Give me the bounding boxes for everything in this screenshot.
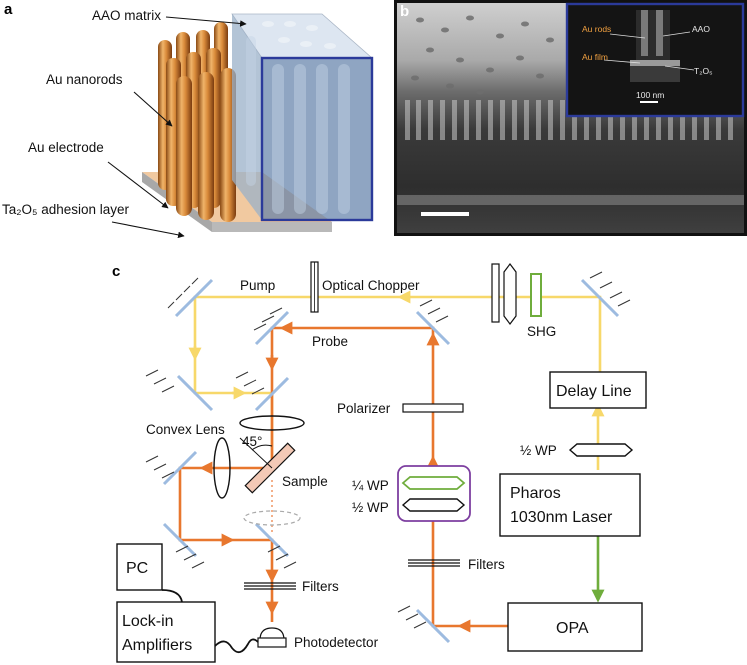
mirror-combiner xyxy=(235,371,290,412)
half-wp-top xyxy=(568,443,634,457)
pharos-line2: 1030nm Laser xyxy=(510,509,613,526)
inset-aao-label: AAO xyxy=(692,24,710,34)
inset-ta2o5-label: T₂O₅ xyxy=(694,66,713,76)
convex-lens xyxy=(239,415,305,431)
mirrors xyxy=(145,271,631,644)
opa-label: OPA xyxy=(556,620,589,637)
sample-label: Sample xyxy=(282,474,328,489)
probe-label: Probe xyxy=(312,334,348,349)
filters-left xyxy=(244,582,296,590)
sem-scale-bar xyxy=(421,212,469,216)
filters-right xyxy=(408,559,460,567)
shg-plate xyxy=(491,263,500,323)
panel-a-label: a xyxy=(4,1,13,18)
shg-crystal xyxy=(530,273,542,317)
pharos-line1: Pharos xyxy=(510,485,561,502)
mirror-reflect-bottom-right xyxy=(254,522,297,569)
mirror-pump-topright xyxy=(580,271,631,318)
inset-au-film-label: Au film xyxy=(582,52,608,62)
inset-scale-label: 100 nm xyxy=(636,90,664,100)
polarizer xyxy=(402,403,464,413)
dashed-lens xyxy=(243,510,301,526)
mirror-pump-lower-left xyxy=(145,369,214,412)
pc-cable xyxy=(161,589,183,603)
au-nanorods xyxy=(158,22,236,222)
photodetector-label: Photodetector xyxy=(294,635,379,650)
pharos-laser-box xyxy=(499,473,641,537)
angle-line xyxy=(239,437,273,469)
sem-rod-columns xyxy=(405,100,733,140)
lockin-box xyxy=(116,601,216,663)
panel-a: a xyxy=(2,1,374,239)
aao-matrix-label: AAO matrix xyxy=(92,8,161,23)
quarter-wp-label: ¼ WP xyxy=(352,478,389,493)
mirror-reflect-left xyxy=(145,450,198,486)
sem-inset: Au rods AAO Au film T₂O₅ 100 nm xyxy=(565,2,745,118)
polarizer-label: Polarizer xyxy=(337,401,391,416)
shg-lens xyxy=(503,263,517,325)
convex-lens-label: Convex Lens xyxy=(146,422,225,437)
half-wp-label: ½ WP xyxy=(352,500,389,515)
mirror-opa-out xyxy=(397,605,451,644)
aao-matrix-block xyxy=(231,13,374,222)
pc-label: PC xyxy=(126,560,148,577)
half-wp xyxy=(401,498,466,512)
detector-cable xyxy=(214,638,259,654)
half-wp-top-label: ½ WP xyxy=(520,443,557,458)
shg-label: SHG xyxy=(527,324,556,339)
waveplate-box xyxy=(397,465,471,522)
filters-right-label: Filters xyxy=(468,557,505,572)
nanorods-leader xyxy=(133,91,173,127)
au-electrode-label: Au electrode xyxy=(28,140,104,155)
angle-label: 45° xyxy=(242,434,262,449)
filters-left-label: Filters xyxy=(302,579,339,594)
pc-box xyxy=(116,543,163,591)
adhesion-layer-front xyxy=(212,222,332,232)
inset-au-rods-label: Au rods xyxy=(582,24,611,34)
mirror-probe-top-right xyxy=(415,299,451,346)
adhesion-layer-label: Ta₂O₅ adhesion layer xyxy=(2,202,130,217)
optical-chopper-label: Optical Chopper xyxy=(322,278,420,293)
collection-lens xyxy=(213,437,231,499)
panel-b-label: b xyxy=(400,3,409,20)
lockin-line1: Lock-in xyxy=(122,613,174,630)
delay-line-box xyxy=(549,371,647,409)
electrode-leader xyxy=(107,161,169,209)
sample xyxy=(244,442,296,494)
delay-line-label: Delay Line xyxy=(556,383,632,400)
opa-box xyxy=(507,602,643,652)
lockin-line2: Amplifiers xyxy=(122,637,192,654)
mirror-probe-top-left xyxy=(253,307,290,346)
panel-b: b Au rods AAO Au film T₂O₅ 100 nm xyxy=(394,0,747,236)
panel-c-label: c xyxy=(112,263,120,280)
aao-leader xyxy=(165,16,247,27)
adhesion-leader xyxy=(111,221,185,239)
panel-c: c xyxy=(112,261,647,663)
mirror-pump-topleft xyxy=(167,277,214,318)
quarter-wp xyxy=(401,476,466,490)
pump-label: Pump xyxy=(240,278,275,293)
mirror-reflect-bottom-left xyxy=(162,522,205,569)
inset-scale-bar xyxy=(640,101,658,103)
au-nanorods-label: Au nanorods xyxy=(46,72,123,87)
photodetector-icon xyxy=(259,627,285,641)
